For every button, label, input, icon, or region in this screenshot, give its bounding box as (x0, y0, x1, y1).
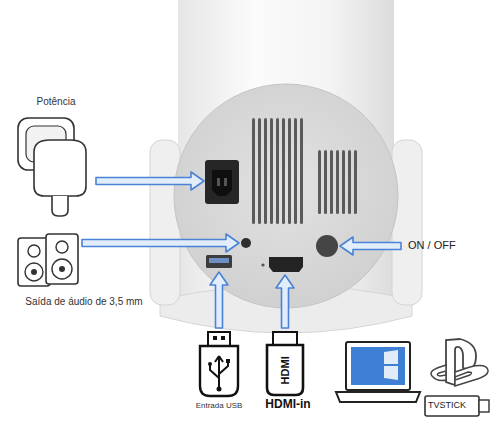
laptop (346, 342, 410, 390)
usb-symbol (226, 359, 230, 363)
vent-slot (330, 150, 333, 214)
console-logo (455, 366, 488, 386)
port-label: ON / OFF (408, 239, 456, 252)
usb-port-tongue (209, 258, 229, 263)
vent-slot (282, 118, 285, 224)
speaker-cone (31, 269, 37, 275)
stand-arm (392, 140, 422, 305)
stand-arm (150, 140, 180, 305)
port-label: HDMI-in (265, 398, 310, 412)
power-button (316, 235, 338, 257)
vent-slot (264, 118, 267, 224)
usb-stick-connector (221, 336, 225, 340)
plug-cable (52, 196, 68, 216)
audio-jack (241, 238, 251, 248)
vent-slot (294, 118, 297, 224)
indicator-dot (261, 263, 264, 266)
power-pin (224, 178, 227, 186)
vent-slot (324, 150, 327, 214)
vent-slot (258, 118, 261, 224)
power-pin (217, 178, 220, 186)
cable-print: HDMI (279, 356, 292, 384)
pointer-arrow (82, 234, 239, 252)
pointer-arrow (210, 272, 228, 328)
power-inlet-socket (212, 170, 232, 196)
usb-port (206, 255, 232, 268)
vent-slot (252, 118, 255, 224)
console-logo (431, 365, 446, 381)
os-logo (384, 350, 398, 380)
speaker-cone (59, 266, 65, 272)
usb-symbol (208, 362, 212, 366)
laptop-screen (351, 347, 405, 385)
vent-grille (252, 118, 303, 224)
port-label: Potência (37, 96, 76, 108)
pointer-arrow (96, 172, 204, 190)
tv-stick-plug (479, 400, 489, 412)
vent-slot (342, 150, 345, 214)
pointer-arrow (276, 275, 294, 328)
vent-slot (318, 150, 321, 214)
hdmi-connector (273, 332, 297, 345)
device-print: TVSTICK (428, 400, 466, 410)
usb-stick-connector (213, 336, 217, 340)
usb-stick (200, 346, 238, 396)
tv-stick (425, 396, 479, 416)
usb-symbol (217, 387, 222, 392)
speaker-cone (56, 241, 68, 253)
vent-slot (288, 118, 291, 224)
hdmi-plug (267, 345, 303, 395)
vent-slot (348, 150, 351, 214)
speaker (46, 234, 78, 284)
usb-stick-connector (208, 332, 230, 346)
pointer-arrow (340, 237, 401, 255)
vent-slot (336, 150, 339, 214)
vent-grille (318, 150, 357, 214)
power-inlet (205, 160, 239, 204)
hdmi-port (269, 257, 303, 272)
power-plug (34, 140, 86, 196)
vent-slot (276, 118, 279, 224)
vent-slot (270, 118, 273, 224)
speaker-cone (28, 245, 40, 257)
speaker-cone (25, 263, 43, 281)
usb-symbol (210, 356, 228, 388)
port-label: Entrada USB (196, 401, 243, 410)
vent-slot (354, 150, 357, 214)
laptop-base (336, 392, 420, 402)
vent-slot (300, 118, 303, 224)
speaker-cone (52, 259, 72, 279)
port-label: Saída de áudio de 3,5 mm (25, 296, 142, 308)
rear-panel (174, 84, 398, 308)
